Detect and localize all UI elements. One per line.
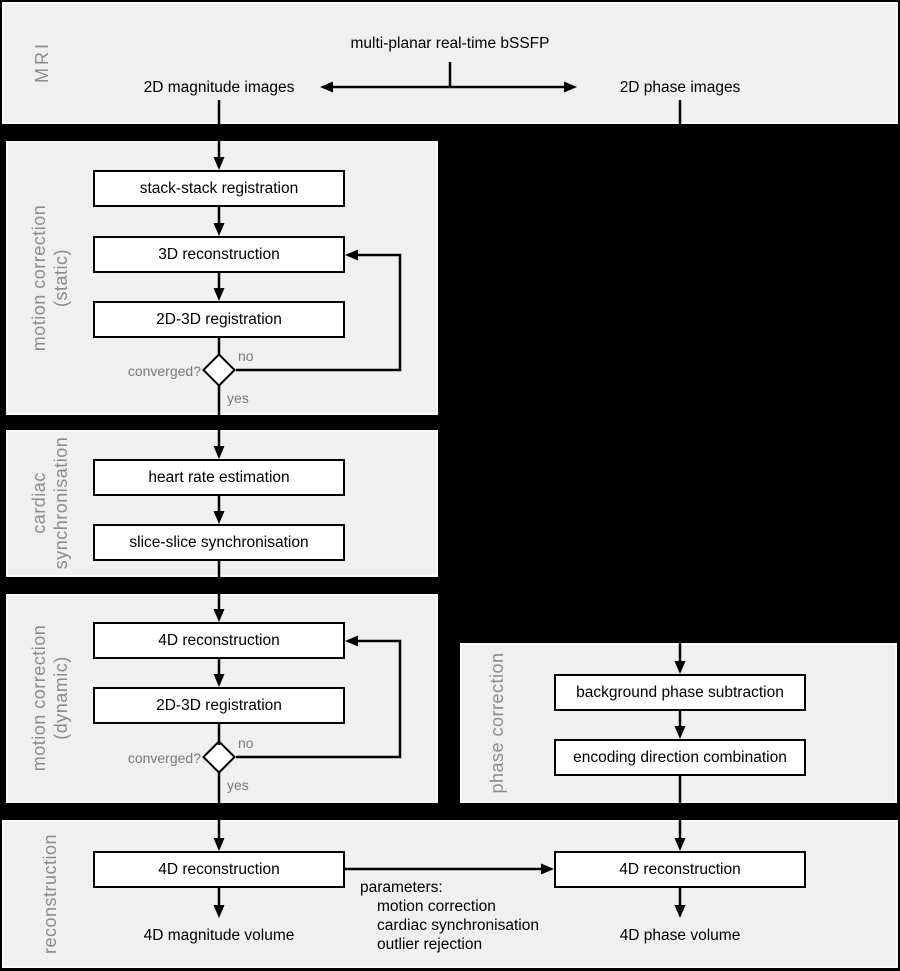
panel-label-line: motion correction: [29, 204, 49, 352]
panel-label-motion-correction-static: motion correction (static): [28, 205, 72, 352]
panel-label-line: synchronisation: [51, 436, 71, 570]
branch-no-label-static: no: [238, 348, 254, 364]
node-slice-slice-synchronisation: slice-slice synchronisation: [93, 524, 345, 561]
phase-volume-label: 4D phase volume: [619, 927, 741, 944]
panel-label-line: (static): [51, 249, 71, 307]
panel-label-line: motion correction: [29, 624, 49, 772]
panel-label-reconstruction: reconstruction: [40, 833, 60, 955]
phase-images-label: 2D phase images: [619, 79, 741, 96]
panel-label-line: cardiac: [29, 472, 49, 534]
node-4d-reconstruction-dynamic: 4D reconstruction: [93, 622, 345, 659]
panel-phase-correction: [460, 643, 897, 803]
parameter-item: motion correction: [377, 898, 496, 915]
branch-yes-label-dynamic: yes: [227, 777, 249, 793]
branch-no-label-dynamic: no: [238, 735, 254, 751]
node-4d-reconstruction-magnitude: 4D reconstruction: [93, 851, 345, 888]
node-background-phase-subtraction: background phase subtraction: [554, 674, 806, 711]
magnitude-volume-label: 4D magnitude volume: [143, 927, 295, 944]
decision-label-static: converged?: [127, 363, 201, 379]
node-encoding-direction-combination: encoding direction combination: [554, 739, 806, 776]
node-2d-3d-registration-static: 2D-3D registration: [93, 301, 345, 338]
parameters-title: parameters:: [360, 879, 443, 896]
node-2d-3d-registration-dynamic: 2D-3D registration: [93, 687, 345, 724]
node-3d-reconstruction: 3D reconstruction: [93, 236, 345, 273]
panel-label-mri: MRI: [32, 41, 52, 83]
branch-yes-label-static: yes: [227, 390, 249, 406]
magnitude-images-label: 2D magnitude images: [143, 79, 295, 96]
decision-label-dynamic: converged?: [127, 750, 201, 766]
node-heart-rate-estimation: heart rate estimation: [93, 459, 345, 496]
node-4d-reconstruction-phase: 4D reconstruction: [554, 851, 806, 888]
parameter-item: outlier rejection: [377, 936, 483, 953]
panel-label-cardiac-synchronisation: cardiac synchronisation: [28, 437, 72, 570]
panel-mri: [2, 2, 898, 124]
parameters-block: parameters: motion correction cardiac sy…: [360, 878, 539, 954]
parameter-item: cardiac synchronisation: [377, 917, 539, 934]
panel-label-phase-correction: phase correction: [487, 652, 507, 794]
source-sequence-label: multi-planar real-time bSSFP: [350, 35, 550, 52]
node-stack-stack-registration: stack-stack registration: [93, 170, 345, 207]
panel-reconstruction: [2, 820, 898, 968]
